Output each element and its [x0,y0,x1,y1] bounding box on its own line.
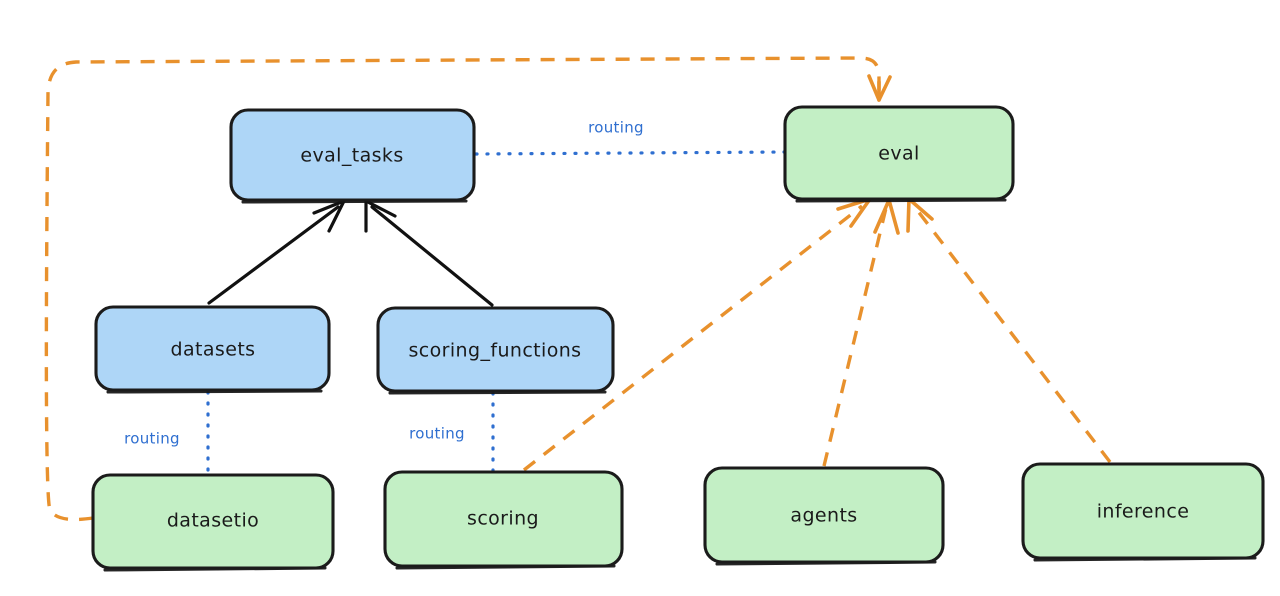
node-scoring-functions[interactable]: scoring_functions [376,306,615,395]
node-agents[interactable]: agents [703,466,945,566]
edge-scoring-eval [522,204,864,472]
node-inference[interactable]: inference [1021,462,1265,562]
node-eval-label: eval [878,143,919,165]
arrowhead-agents-eval [873,198,900,235]
edge-datasets-evaltasks [207,205,340,305]
node-eval-box [783,105,1015,201]
node-eval-tasks[interactable]: eval_tasks [229,108,476,204]
edge-scoringfunctions-evaltasks [370,205,494,307]
node-scoring-box [383,470,624,568]
edge-agents-eval [822,207,888,467]
node-scoring-functions-label: scoring_functions [409,340,582,362]
node-scoring-label: scoring [467,508,539,530]
node-datasets-label: datasets [171,339,256,361]
node-scoring[interactable]: scoring [383,470,624,570]
edge-label-routing-scoringfunctions-scoring: routing [409,425,465,443]
node-inference-label: inference [1097,501,1190,523]
arrowhead-datasets-evaltasks [312,199,346,233]
node-datasetio-box [91,473,335,570]
node-datasetio-label: datasetio [167,510,259,532]
edge-label-routing-evaltasks-eval: routing [588,119,644,137]
edge-evaltasks-eval-routing [474,150,786,156]
node-agents-label: agents [790,505,857,527]
node-datasetio[interactable]: datasetio [91,473,335,572]
node-eval-tasks-box [229,108,476,202]
node-eval-tasks-label: eval_tasks [300,145,403,167]
node-agents-box [703,466,945,564]
edge-inference-eval [912,204,1112,464]
node-inference-box [1021,462,1265,560]
edge-label-routing-datasets-datasetio: routing [124,430,180,448]
node-datasets-box [94,305,331,392]
node-datasets[interactable]: datasets [94,305,331,394]
node-scoring-functions-box [376,306,615,393]
node-eval[interactable]: eval [783,105,1015,203]
